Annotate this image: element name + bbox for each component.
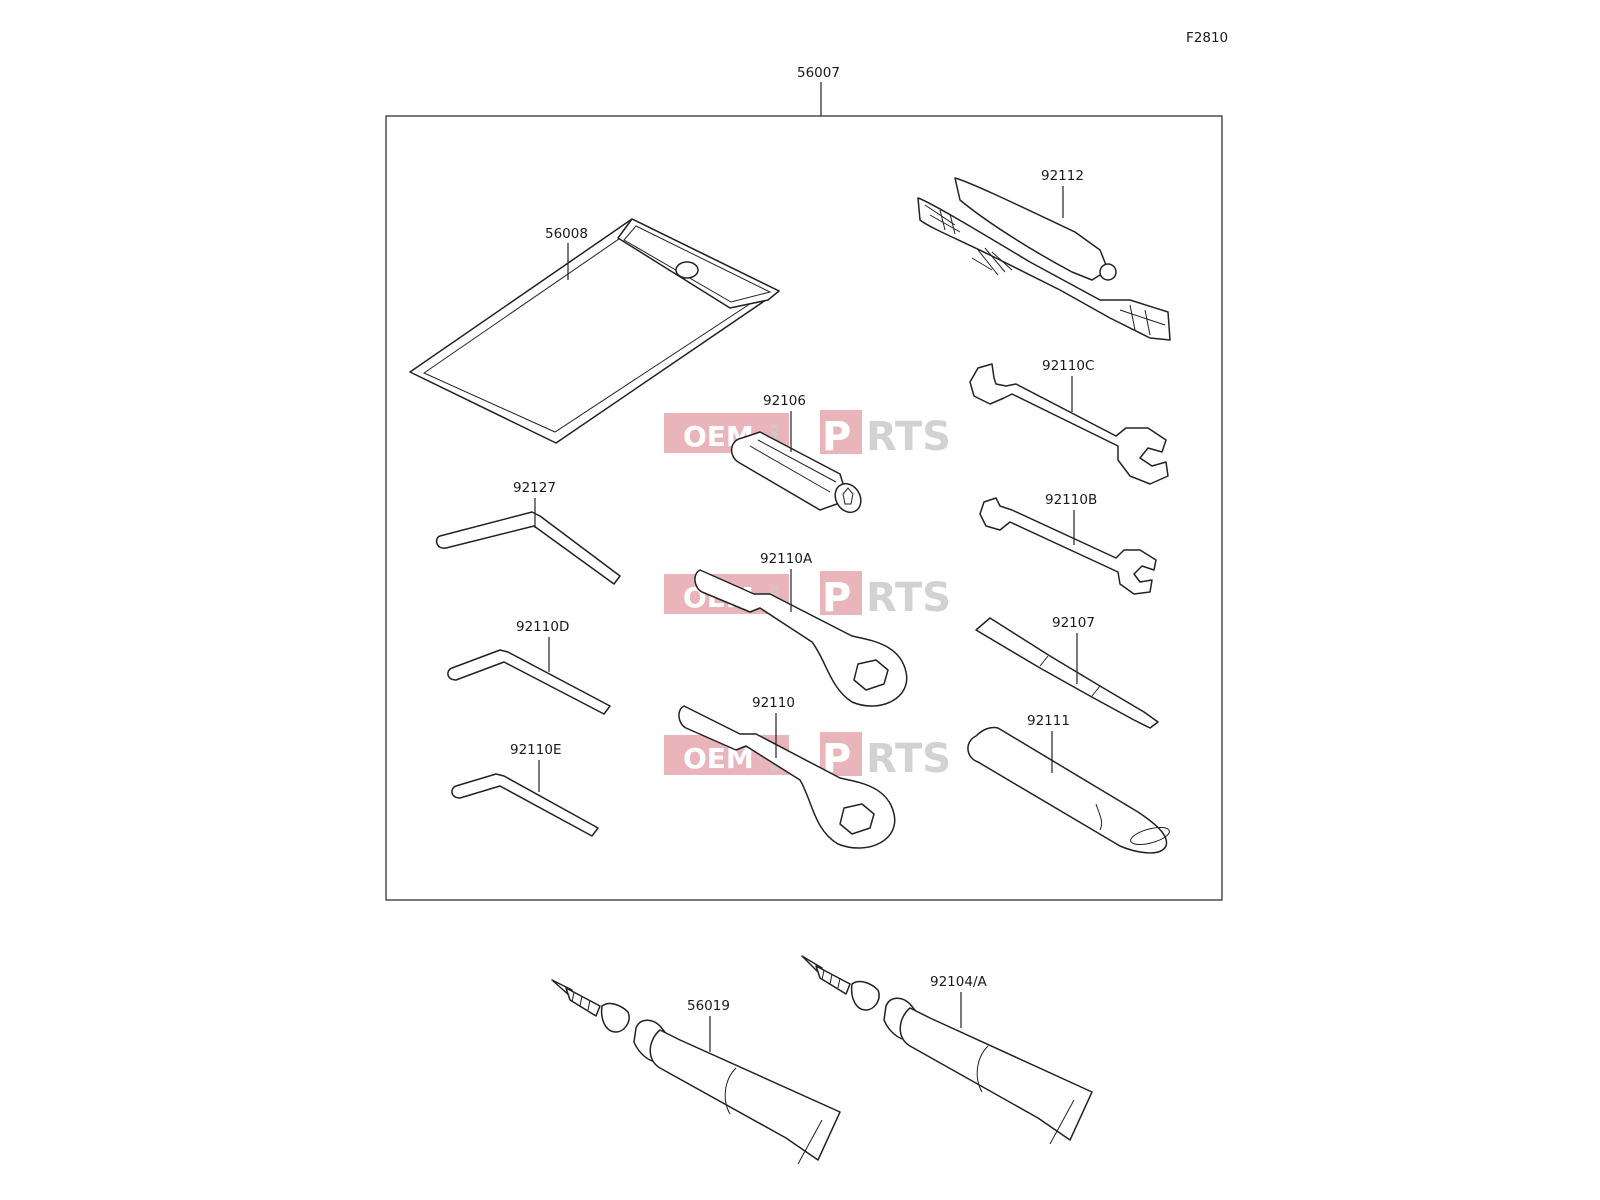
repair-kit-56019[interactable] [551,979,841,1165]
label-92112[interactable]: 92112 [1041,168,1084,184]
hex-key-92127[interactable] [435,511,621,585]
label-92127[interactable]: 92127 [513,480,556,496]
label-92110B[interactable]: 92110B [1045,492,1097,508]
label-92111[interactable]: 92111 [1027,713,1070,729]
svg-text:BIKE: BIKE [770,422,781,448]
handle-92111[interactable] [967,726,1171,854]
wrench-92110B[interactable] [979,497,1157,595]
label-92110D[interactable]: 92110D [516,619,569,635]
hex-key-92110E[interactable] [451,773,599,837]
pliers-92112[interactable] [917,177,1171,341]
label-92110[interactable]: 92110 [752,695,795,711]
label-56007[interactable]: 56007 [797,65,840,81]
figure-code: F2810 [1186,30,1228,46]
screwdriver-92107[interactable] [975,617,1159,729]
svg-text:RTS: RTS [866,414,951,460]
svg-text:RTS: RTS [866,736,951,782]
label-56008[interactable]: 56008 [545,226,588,242]
hex-key-92110D[interactable] [447,649,611,715]
label-92110A[interactable]: 92110A [760,551,813,567]
label-92106[interactable]: 92106 [763,393,806,409]
box-wrench-92110A[interactable] [694,569,908,707]
label-92107[interactable]: 92107 [1052,615,1095,631]
watermark-1: OEM BIKE P RTS [664,410,951,460]
label-92110E[interactable]: 92110E [510,742,561,758]
svg-text:RTS: RTS [866,575,951,621]
svg-text:P: P [822,414,851,460]
tool-bag-56008[interactable] [409,218,780,444]
extension-92106[interactable] [730,431,866,517]
label-56019[interactable]: 56019 [687,998,730,1014]
label-92110C[interactable]: 92110C [1042,358,1094,374]
svg-text:P: P [822,575,851,621]
repair-kit-92104A[interactable] [801,955,1093,1145]
box-wrench-92110[interactable] [678,705,896,849]
wrench-92110C[interactable] [969,363,1169,485]
kit-frame [385,115,1223,901]
label-92104A[interactable]: 92104/A [930,974,987,990]
